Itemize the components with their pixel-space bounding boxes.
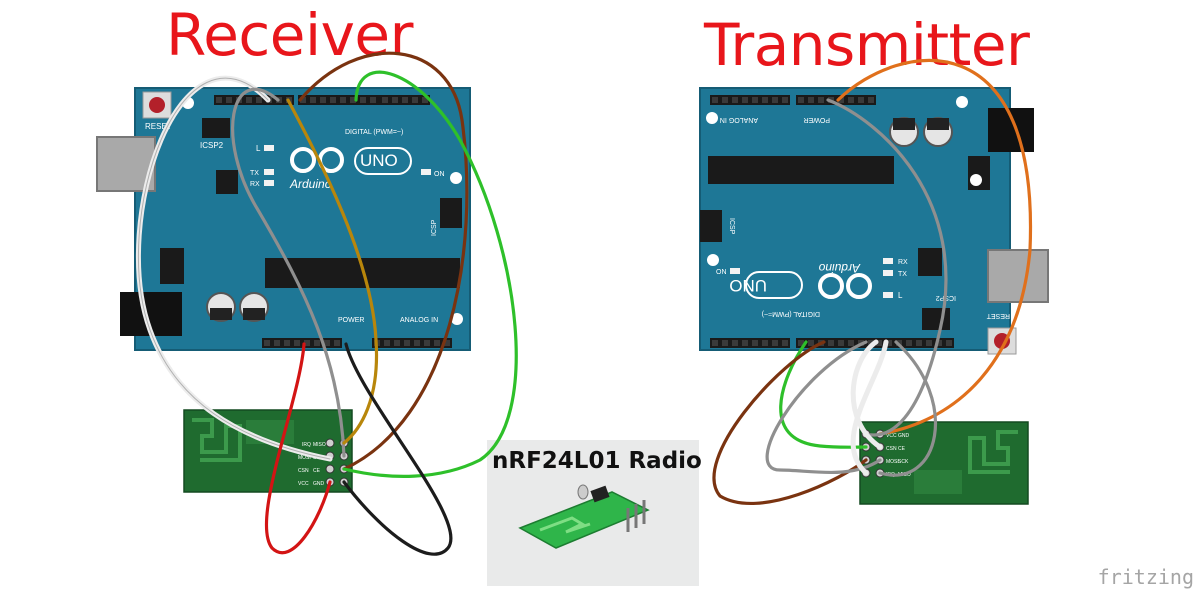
pin-label-vcc: VCC xyxy=(298,481,309,487)
receiver-nrf24l01-module: IRQ MOSI CSN VCC MISO SCK CE GND xyxy=(183,409,353,493)
wire-green xyxy=(779,340,868,449)
pin-label-mosi: MOSI xyxy=(886,459,899,465)
icsp2-label: ICSP2 xyxy=(200,141,224,150)
brand-label: Arduino xyxy=(289,177,332,191)
pin-label-mosi: MOSI xyxy=(298,455,311,461)
analog-label: ANALOG IN xyxy=(720,116,758,123)
icsp-label: ICSP xyxy=(431,219,438,236)
reset-button[interactable] xyxy=(149,97,165,113)
pin-label-sck: SCK xyxy=(898,459,909,465)
receiver-wires xyxy=(136,51,518,556)
wire-gray-2 xyxy=(765,340,882,475)
wire-gray xyxy=(826,98,948,437)
reset-label: RESET xyxy=(986,312,1010,319)
pin-label-csn: CSN xyxy=(298,468,309,474)
led-l-label: L xyxy=(256,144,261,153)
wire-gray-3 xyxy=(878,340,938,477)
receiver-arduino-board: RESET ICSP2 DIGITAL (PWM=~) POWER ANALOG… xyxy=(96,87,471,351)
radio-caption: nRF24L01 Radio xyxy=(492,448,702,474)
digital-label: DIGITAL (PWM=~) xyxy=(762,310,820,317)
wire-white xyxy=(850,339,883,450)
model-label: UNO xyxy=(360,151,398,170)
transmitter-wires xyxy=(712,58,1033,506)
wire-brown xyxy=(298,51,469,471)
led-on-label: ON xyxy=(716,269,727,276)
wire-gray xyxy=(231,87,346,458)
pin-label-gnd: GND xyxy=(898,433,910,439)
digital-label: DIGITAL (PWM=~) xyxy=(345,129,403,136)
wire-brown xyxy=(712,340,868,506)
pin-label-irq: IRQ xyxy=(302,442,311,448)
led-tx-label: TX xyxy=(250,170,259,177)
wire-black xyxy=(342,342,453,556)
led-on-label: ON xyxy=(434,171,445,178)
fritzing-watermark: fritzing xyxy=(1097,565,1194,589)
transmitter-arduino-board: UNO Arduino ON RX TX L POWER ANALOG IN D… xyxy=(699,87,1049,355)
icsp-header xyxy=(700,210,722,242)
analog-label: ANALOG IN xyxy=(400,317,438,324)
wire-red xyxy=(264,342,332,555)
icsp-label: ICSP xyxy=(728,218,735,235)
reset-label: RESET xyxy=(145,122,172,131)
wire-green xyxy=(342,70,518,478)
icsp2-header xyxy=(202,118,230,138)
pin-label-gnd: GND xyxy=(313,481,325,487)
pin-label-csn: CSN xyxy=(886,446,897,452)
usb-connector xyxy=(987,249,1049,303)
led-l-label: L xyxy=(898,291,903,300)
wire-white-2 xyxy=(850,339,889,476)
transmitter-nrf24l01-module: VCC CSN MOSI IRQ GND CE SCK MISO xyxy=(859,421,1029,505)
wire-white-edge xyxy=(138,77,331,460)
pin-label-miso: MISO xyxy=(313,442,326,448)
wire-gold xyxy=(286,98,379,445)
led-rx-label: RX xyxy=(898,259,908,266)
icsp2-header xyxy=(922,308,950,330)
nrf24l01-photo-inset xyxy=(487,440,699,586)
transmitter-title: Transmitter xyxy=(704,11,1030,79)
power-label: POWER xyxy=(804,116,830,123)
microcontroller-chip xyxy=(708,156,894,184)
brand-label: Arduino xyxy=(818,261,861,275)
wire-orange xyxy=(836,58,1033,436)
icsp-header xyxy=(440,198,462,228)
model-label: UNO xyxy=(729,276,767,295)
pin-label-ce: CE xyxy=(313,468,321,474)
pin-label-ce: CE xyxy=(898,446,906,452)
pin-label-vcc: VCC xyxy=(886,433,897,439)
led-rx-label: RX xyxy=(250,181,260,188)
power-label: POWER xyxy=(338,317,364,324)
led-tx-label: TX xyxy=(898,271,907,278)
